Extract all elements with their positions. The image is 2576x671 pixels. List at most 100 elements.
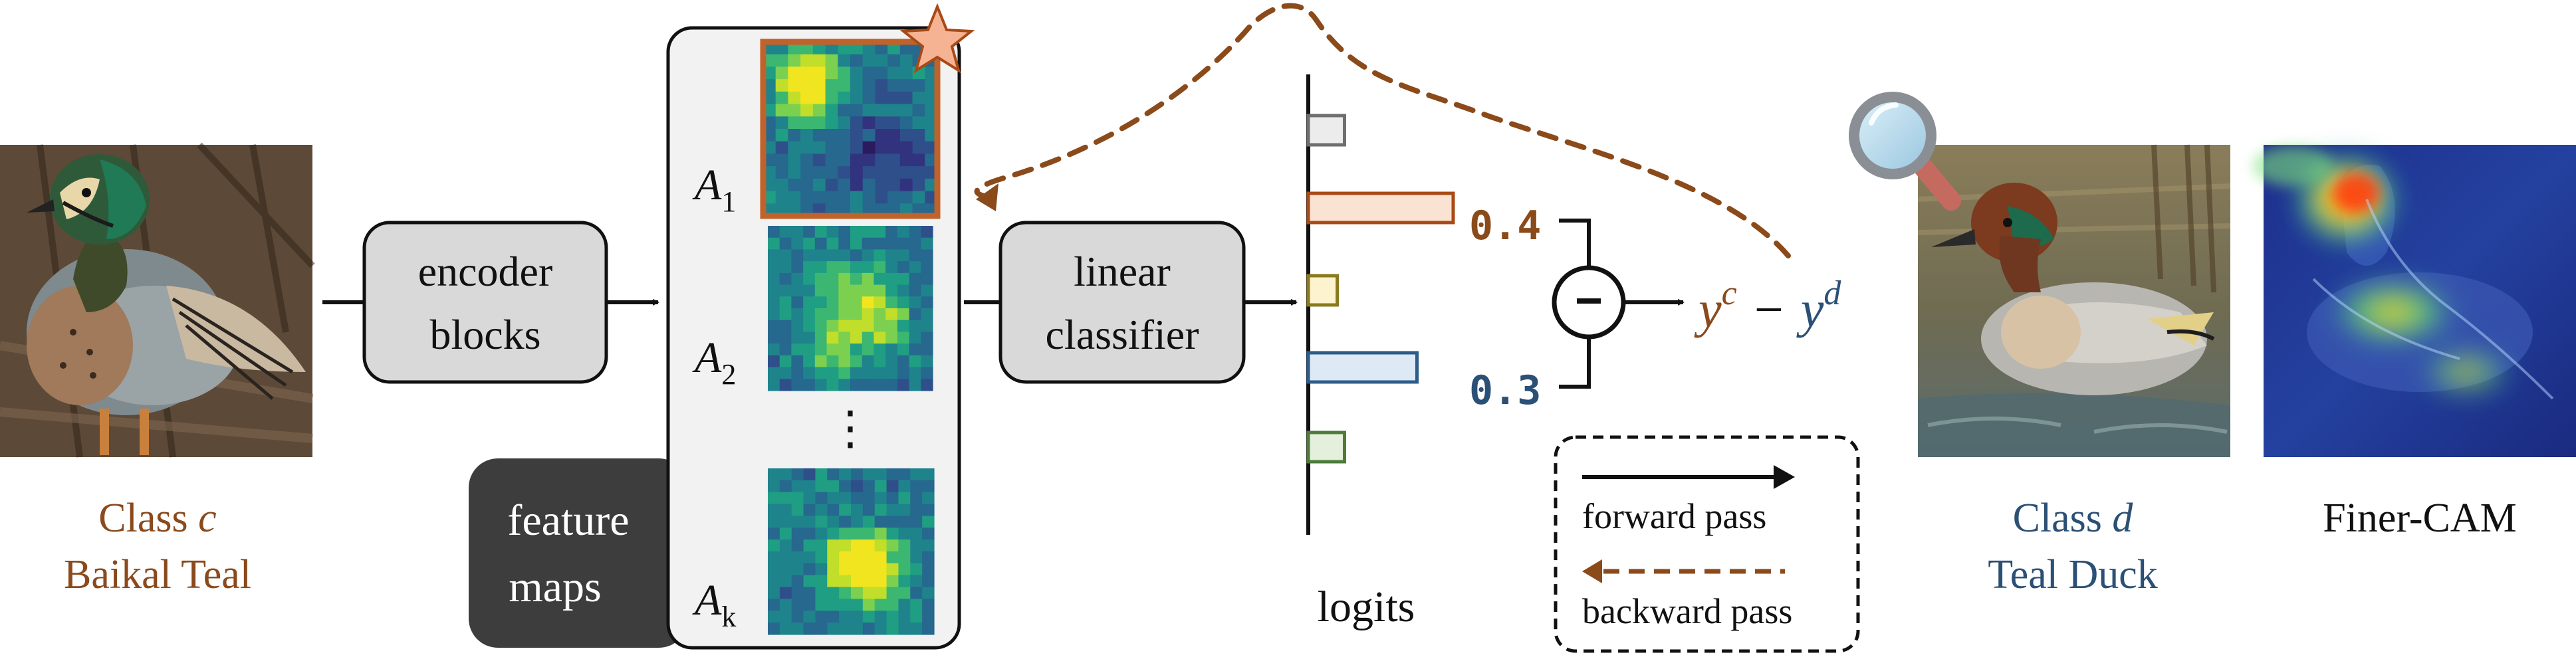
feature-map-pixel	[910, 563, 923, 576]
feature-map-ak-label: Ak	[692, 576, 736, 633]
feature-map-pixel	[779, 587, 792, 600]
feature-map-pixel	[887, 191, 901, 204]
feature-map-pixel	[886, 611, 899, 623]
feature-map-pixel	[827, 480, 840, 493]
feature-map-pixel	[779, 355, 792, 368]
feature-map-pixel	[815, 551, 828, 564]
feature-map-pixel	[763, 54, 776, 68]
feature-map-pixel	[839, 575, 852, 588]
feature-map-pixel	[815, 599, 828, 611]
feature-map-pixel	[912, 178, 925, 192]
feature-map-pixel	[885, 308, 898, 321]
feature-map-pixel	[909, 284, 921, 297]
feature-map-pixel	[825, 66, 838, 80]
feature-map-pixel	[838, 141, 851, 155]
feature-map-pixel	[779, 272, 792, 286]
feature-map-pixel	[887, 166, 901, 179]
feature-map-pixel	[826, 367, 839, 379]
feature-map-pixel	[910, 516, 923, 528]
feature-map-pixel	[788, 66, 801, 80]
feature-map-pixel	[921, 249, 933, 262]
feature-map-pixel	[788, 129, 801, 142]
feature-map-pixel	[885, 367, 898, 379]
feature-map-pixel	[788, 153, 801, 167]
feature-map-pixel	[912, 141, 925, 155]
feature-map-pixel	[779, 527, 792, 540]
feature-map-pixel	[791, 296, 804, 309]
feature-map-pixel	[875, 141, 888, 155]
feature-map-pixel	[779, 261, 792, 274]
feature-map-pixel	[886, 480, 899, 493]
feature-map-pixel	[788, 91, 801, 105]
feature-map-pixel	[899, 191, 913, 204]
feature-map-pixel	[922, 575, 935, 588]
feature-map-pixel	[899, 116, 913, 130]
feature-map-pixel	[862, 296, 875, 309]
feature-map-pixel	[897, 332, 910, 344]
feature-map-pixel	[800, 166, 814, 179]
feature-map-pixel	[899, 153, 913, 167]
feature-map-pixel	[897, 320, 910, 333]
feature-map-pixel	[885, 320, 898, 333]
feature-map-pixel	[874, 332, 886, 344]
feature-map-pixel	[875, 116, 888, 130]
feature-map-pixel	[886, 492, 899, 505]
feature-map-pixel	[875, 104, 888, 117]
feature-map-pixel	[788, 166, 801, 179]
feature-map-pixel	[898, 480, 911, 493]
feature-map-pixel	[910, 575, 923, 588]
feature-map-pixel	[815, 587, 828, 600]
logit-bar-1	[1306, 114, 1346, 147]
feature-map-pixel	[909, 261, 921, 274]
feature-map-pixel	[768, 320, 780, 333]
feature-map-pixel	[768, 623, 780, 635]
magnifier-icon	[1849, 92, 1961, 211]
feature-map-pixel	[826, 284, 839, 297]
feature-map-pixel	[910, 504, 923, 517]
feature-map-pixel	[812, 116, 826, 130]
feature-map-pixel	[803, 284, 816, 297]
feature-map-pixel	[898, 539, 911, 552]
input-class-label: Class c	[98, 496, 216, 541]
feature-map-pixel	[800, 66, 814, 80]
feature-map-pixel	[826, 379, 839, 391]
feature-map-pixel	[910, 587, 923, 600]
feature-map-pixel	[862, 261, 875, 274]
feature-map-pixel	[826, 308, 839, 321]
feature-maps-ellipsis: ⋮	[827, 402, 874, 454]
feature-map-pixel	[912, 129, 925, 142]
feature-map-pixel	[910, 551, 923, 564]
encoder-label-line1: encoder	[418, 248, 553, 295]
feature-map-pixel	[791, 468, 804, 481]
feature-map-pixel	[887, 79, 901, 92]
feature-map-pixel	[850, 272, 863, 286]
feature-map-pixel	[788, 116, 801, 130]
feature-map-pixel	[803, 563, 816, 576]
feature-map-pixel	[850, 367, 863, 379]
feature-map-pixel	[775, 141, 789, 155]
feature-map-pixel	[812, 91, 826, 105]
feature-map-pixel	[887, 66, 901, 80]
feature-map-pixel	[874, 563, 887, 576]
feature-map-pixel	[839, 516, 852, 528]
feature-map-pixel	[885, 261, 898, 274]
feature-map-pixel	[803, 480, 816, 493]
feature-map-pixel	[838, 116, 851, 130]
logit-bars	[1306, 114, 1455, 464]
feature-map-pixel	[875, 178, 888, 192]
feature-map-pixel	[768, 355, 780, 368]
feature-map-ak-pixels	[768, 468, 935, 635]
feature-map-pixel	[850, 237, 863, 250]
feature-map-pixel	[887, 42, 901, 55]
feature-map-pixel	[763, 166, 776, 179]
feature-map-pixel	[768, 308, 780, 321]
feature-map-pixel	[850, 91, 864, 105]
feature-map-pixel	[791, 623, 804, 635]
backward-pass-curve	[974, 3, 1791, 258]
feature-map-pixel	[791, 379, 804, 391]
feature-map-pixel	[922, 468, 935, 481]
feature-map-pixel	[814, 308, 828, 321]
feature-map-pixel	[899, 129, 913, 142]
feature-map-pixel	[791, 575, 804, 588]
